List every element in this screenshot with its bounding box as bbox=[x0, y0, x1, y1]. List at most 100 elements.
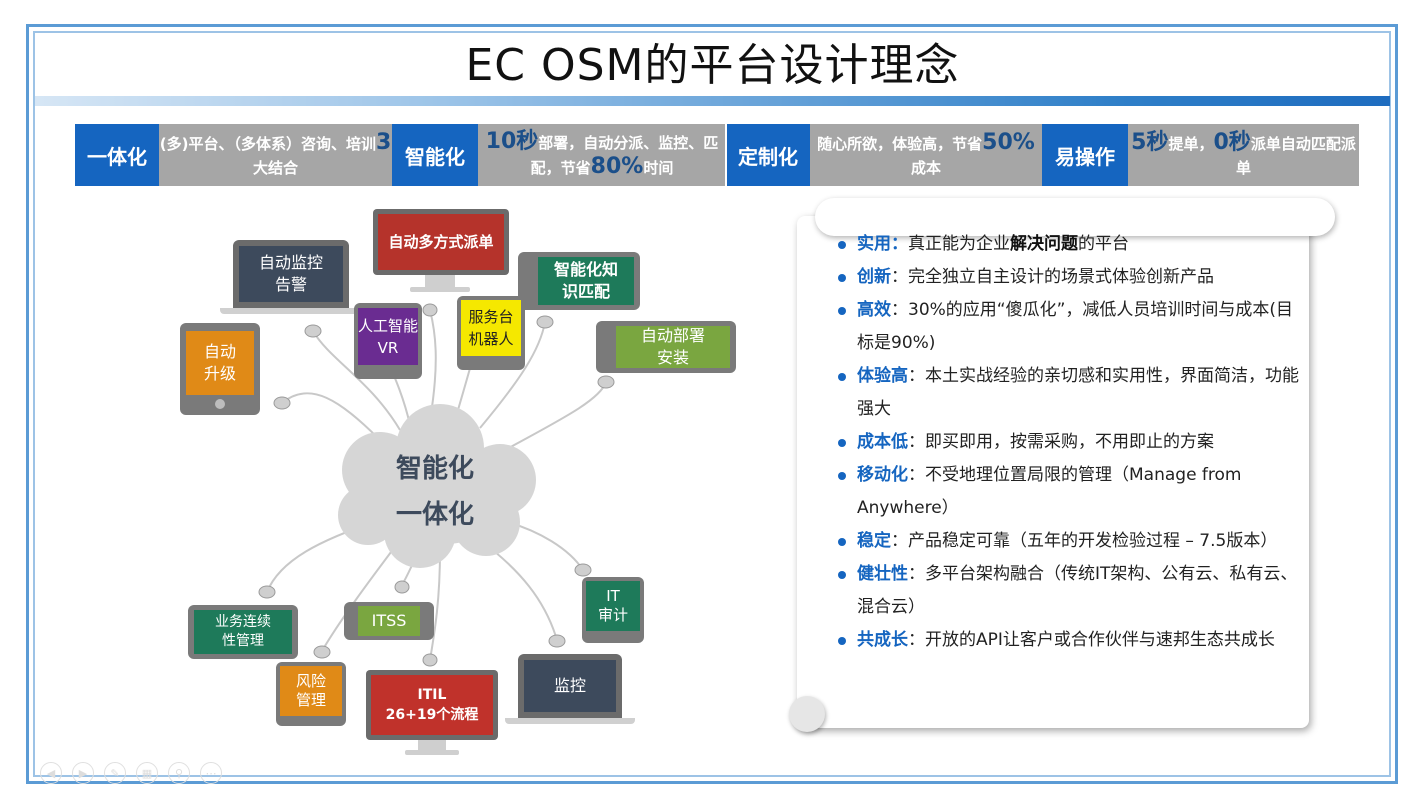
feature-item: 体验高：本土实战经验的亲切感和实用性，界面简洁，功能强大 bbox=[838, 360, 1308, 426]
device-label: 服务台 bbox=[468, 308, 514, 326]
device-label: 监控 bbox=[553, 676, 586, 695]
feature-item: 稳定：产品稳定可靠（五年的开发检验过程 – 7.5版本） bbox=[838, 525, 1308, 558]
device-itss: ITSS bbox=[344, 602, 434, 640]
device-screen: 业务连续性管理 bbox=[194, 610, 292, 654]
band-desc-easy: 5秒提单，0秒派单自动匹配派单 bbox=[1128, 124, 1359, 186]
device-ai-vr: 人工智能 VR bbox=[354, 303, 422, 379]
device-screen: 监控 bbox=[524, 660, 616, 712]
device-screen: 自动监控告警 bbox=[239, 246, 343, 302]
device-screen: 风险管理 bbox=[280, 666, 342, 716]
next-slide-icon[interactable]: ▶ bbox=[72, 762, 94, 784]
band-desc-intelligence: 10秒部署，自动分派、监控、匹配，节省80%时间 bbox=[478, 124, 726, 186]
connector-line bbox=[281, 392, 381, 441]
device-screen: 自动部署安装 bbox=[616, 326, 730, 368]
scroll-top-roll bbox=[815, 198, 1335, 236]
device-label: 识匹配 bbox=[561, 282, 610, 301]
feature-item: 共成长：开放的API让客户或合作伙伴与速邦生态共成长 bbox=[838, 624, 1308, 657]
band-desc-text: 提单， bbox=[1168, 134, 1214, 153]
device-risk-management: 风险管理 bbox=[276, 662, 346, 726]
band-desc-highlight: 3 bbox=[375, 129, 392, 155]
zoom-icon[interactable]: ⚲ bbox=[168, 762, 190, 784]
band-desc-text: 时间 bbox=[643, 159, 674, 177]
device-auto-dispatch: 自动多方式派单 bbox=[373, 209, 509, 275]
device-label: 自动部署 bbox=[640, 326, 705, 345]
band-separator bbox=[725, 124, 727, 186]
connector-node bbox=[304, 324, 322, 338]
device-screen: 人工智能 VR bbox=[358, 308, 418, 365]
device-label: 性管理 bbox=[222, 633, 264, 649]
band-desc-text: 大结合 bbox=[252, 158, 298, 177]
band-desc-highlight: 50% bbox=[982, 129, 1035, 155]
band-label-integration: 一体化 bbox=[75, 124, 159, 186]
device-label: 机器人 bbox=[468, 330, 514, 348]
more-options-icon[interactable]: ⋯ bbox=[200, 762, 222, 784]
device-label: 智能化知 bbox=[553, 260, 618, 279]
device-screen: 智能化知识匹配 bbox=[538, 257, 634, 305]
monitor-stand bbox=[425, 275, 455, 287]
device-label: IT bbox=[606, 587, 620, 605]
device-label: 自动监控 bbox=[258, 253, 323, 272]
device-knowledge-match: 智能化知识匹配 bbox=[518, 252, 640, 310]
feature-item: 创新：完全独立自主设计的场景式体验创新产品 bbox=[838, 261, 1308, 294]
device-label: ITIL bbox=[417, 687, 447, 703]
band-desc-text: 派单自动匹配派单 bbox=[1235, 134, 1356, 177]
device-screen: 自动多方式派单 bbox=[378, 214, 504, 270]
connector-node bbox=[273, 396, 291, 410]
band-desc-integration: (多)平台、（多体系）咨询、培训3大结合 bbox=[159, 124, 392, 186]
laptop-base bbox=[220, 308, 362, 314]
pen-icon[interactable]: ✎ bbox=[104, 762, 126, 784]
device-label: 审计 bbox=[597, 606, 628, 624]
band-desc-highlight: 80% bbox=[590, 154, 644, 179]
band-label-intelligence: 智能化 bbox=[392, 124, 478, 186]
cloud-label-integration: 一体化 bbox=[395, 500, 474, 530]
slides-grid-icon[interactable]: ▦ bbox=[136, 762, 158, 784]
band-desc-highlight: 10秒 bbox=[485, 129, 539, 154]
device-label: 自动多方式派单 bbox=[388, 233, 494, 251]
connector-node bbox=[422, 303, 438, 317]
feature-item: 成本低：即买即用，按需采购，不用即止的方案 bbox=[838, 426, 1308, 459]
device-label: 人工智能 bbox=[358, 316, 419, 335]
device-business-continuity: 业务连续性管理 bbox=[188, 605, 298, 659]
slide-frame-outer bbox=[26, 24, 1398, 784]
device-service-bot: 服务台机器人 bbox=[457, 296, 525, 370]
previous-slide-icon[interactable]: ◀ bbox=[40, 762, 62, 784]
device-auto-deploy: 自动部署安装 bbox=[596, 321, 736, 373]
connector-line bbox=[429, 309, 437, 421]
connector-line bbox=[504, 381, 607, 451]
device-label: VR bbox=[377, 338, 399, 357]
connector-node bbox=[536, 315, 554, 329]
connector-node bbox=[394, 580, 410, 594]
band-desc-text: 随心所欲，体验高，节省 bbox=[817, 134, 983, 153]
device-label: 自动 bbox=[203, 342, 236, 361]
device-auto-monitor: 自动监控告警 bbox=[233, 240, 349, 308]
connector-node bbox=[313, 645, 331, 659]
feature-list: 实用：真正能为企业解决问题的平台 创新：完全独立自主设计的场景式体验创新产品 高… bbox=[838, 228, 1308, 657]
device-label: 管理 bbox=[295, 691, 326, 709]
cloud-label-intelligence: 智能化 bbox=[395, 454, 474, 484]
laptop-base bbox=[505, 718, 635, 724]
monitor-stand bbox=[418, 740, 446, 750]
device-screen: ITSS bbox=[358, 606, 420, 636]
band-desc-text: 成本 bbox=[910, 158, 941, 177]
band-label-customization: 定制化 bbox=[726, 124, 810, 186]
features-scroll-panel bbox=[785, 198, 1335, 734]
connector-node bbox=[422, 653, 438, 667]
title-underline-bar bbox=[35, 96, 1390, 106]
device-label: ITSS bbox=[371, 611, 407, 630]
device-label: 安装 bbox=[656, 348, 689, 367]
connector-line bbox=[429, 549, 441, 661]
slide-frame-inner bbox=[33, 31, 1391, 777]
feature-item: 高效：30%的应用“傻瓜化”，减低人员培训时间与成本(目标是90%) bbox=[838, 294, 1308, 360]
monitor-stand-base bbox=[410, 287, 470, 292]
connector-node bbox=[258, 585, 276, 599]
connector-node bbox=[548, 634, 566, 648]
connector-node bbox=[597, 375, 615, 389]
device-label: 升级 bbox=[203, 364, 236, 383]
monitor-stand-base bbox=[405, 750, 459, 755]
scroll-bottom-curl bbox=[789, 696, 825, 732]
